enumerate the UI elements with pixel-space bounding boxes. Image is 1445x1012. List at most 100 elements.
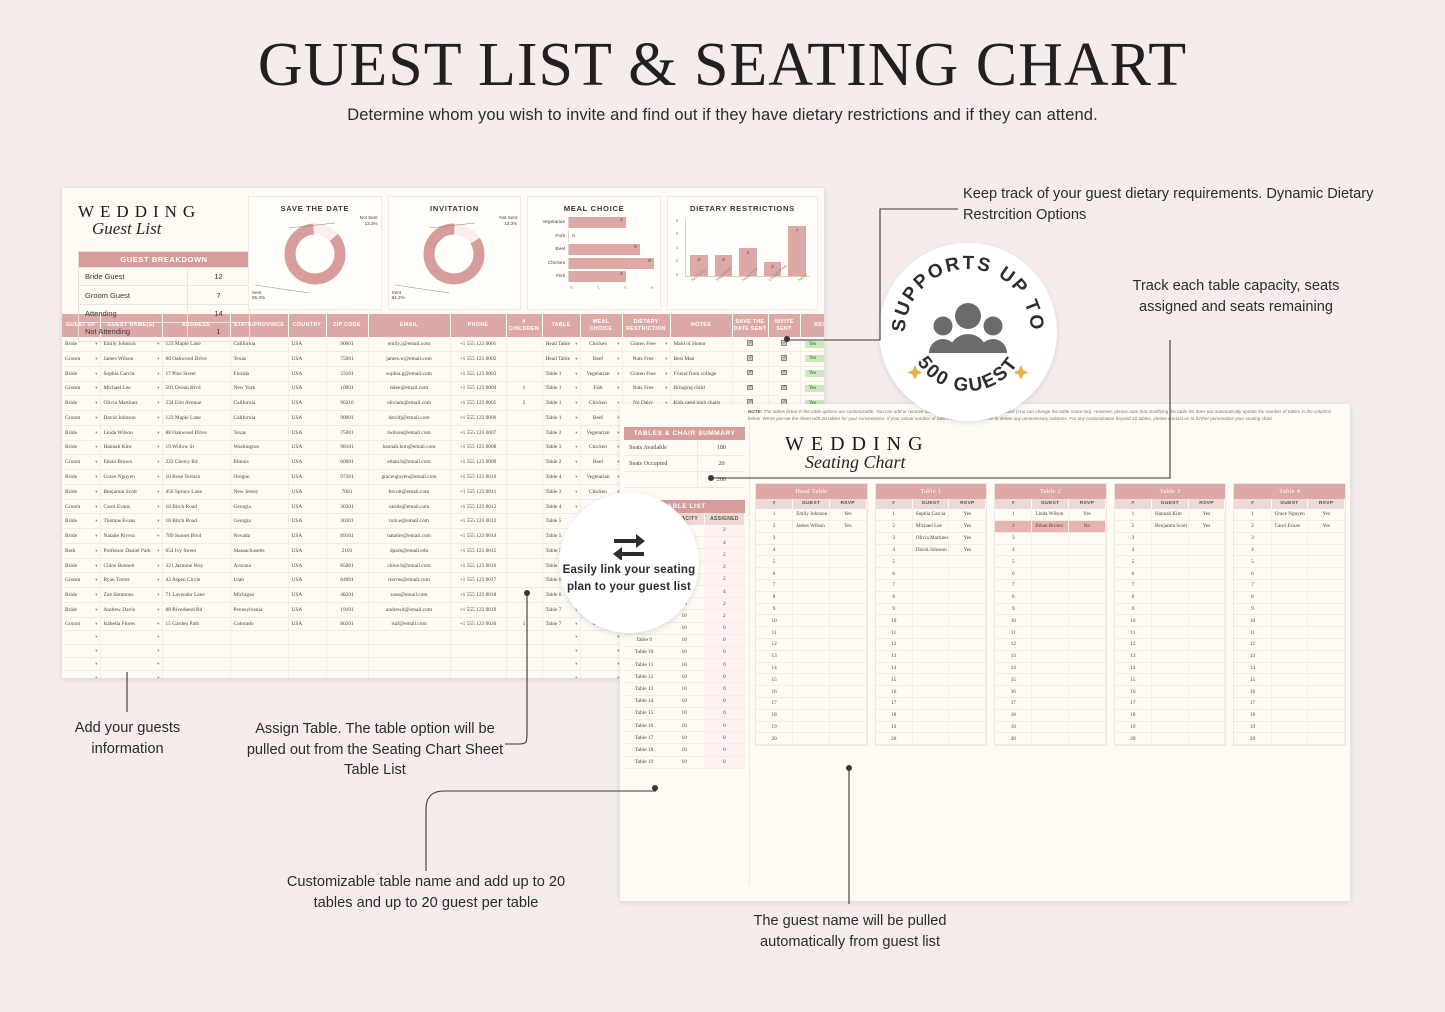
cell-guest-name[interactable]: Chloe Bennett — [100, 558, 163, 574]
cell-state[interactable]: Oregon — [230, 469, 289, 485]
checkbox-icon[interactable] — [747, 384, 753, 391]
cell-guest-name[interactable] — [1271, 662, 1309, 675]
cell-empty[interactable] — [368, 657, 451, 672]
cell-guest-name[interactable] — [1271, 544, 1309, 557]
cell-guest-name[interactable] — [1151, 544, 1189, 557]
cell-table[interactable]: Table 4 — [542, 499, 581, 515]
cell-address[interactable]: 88 Oakwood Drive — [162, 351, 231, 367]
cell-children[interactable]: 1 — [506, 381, 543, 397]
cell-state[interactable]: Nevada — [230, 528, 289, 544]
cell-zip[interactable]: 98101 — [326, 440, 369, 456]
cell-empty[interactable] — [450, 670, 507, 678]
cell-guest-name[interactable] — [1151, 650, 1189, 663]
cell-country[interactable]: USA — [288, 454, 327, 471]
cell-guest-name[interactable]: David Johnson — [912, 544, 950, 557]
cell-empty[interactable] — [230, 644, 289, 658]
cell-table-name[interactable]: Table 14 — [624, 695, 665, 708]
cell-guest-name[interactable] — [792, 603, 830, 616]
cell-guest-name[interactable] — [912, 638, 950, 651]
cell-guest-name[interactable]: Sophia Garcia — [100, 366, 163, 382]
cell-notes[interactable]: Best Man — [670, 351, 733, 367]
cell-address[interactable]: 654 Ivy Street — [162, 543, 231, 559]
cell-empty[interactable] — [506, 657, 543, 672]
cell-email[interactable]: lwilson@email.com — [368, 425, 451, 441]
cell-phone[interactable]: +1 555 123 0019 — [450, 602, 507, 618]
cell-guest-name[interactable]: Michael Lee — [912, 520, 950, 533]
cell-email[interactable]: james.w@email.com — [368, 351, 451, 367]
cell-guest-name[interactable] — [792, 721, 830, 734]
cell-state[interactable]: California — [230, 395, 289, 412]
cell-email[interactable]: zoes@email.com — [368, 587, 451, 603]
cell-table-name[interactable]: Table 13 — [624, 682, 665, 696]
cell-table-name[interactable]: Table 17 — [624, 731, 665, 745]
checkbox-icon[interactable] — [781, 384, 787, 391]
cell-empty[interactable] — [580, 630, 623, 645]
cell-guest-name[interactable] — [792, 638, 830, 651]
cell-country[interactable]: USA — [288, 558, 327, 574]
cell-guest-name[interactable] — [1031, 614, 1070, 628]
checkbox-icon[interactable] — [747, 369, 753, 376]
cell-address[interactable]: 19 Willow St — [162, 440, 231, 456]
cell-phone[interactable]: +1 555 123 0015 — [450, 543, 507, 559]
cell-capacity[interactable]: 10 — [664, 707, 705, 721]
cell-guest-of[interactable]: Bride — [62, 587, 101, 603]
cell-guest-name[interactable] — [912, 555, 950, 569]
cell-empty[interactable] — [450, 630, 507, 645]
cell-guest-name[interactable]: Michael Lee — [100, 381, 163, 397]
cell-empty[interactable] — [162, 657, 231, 672]
cell-guest-name[interactable] — [792, 532, 830, 545]
cell-guest-name[interactable] — [792, 555, 830, 569]
cell-guest-name[interactable] — [792, 567, 830, 580]
cell-guest-name[interactable]: Isabella Flores — [100, 617, 163, 632]
cell-guest-name[interactable]: Linda Wilson — [1031, 508, 1070, 521]
cell-guest-name[interactable]: Professor Daniel Park — [100, 543, 163, 559]
cell-guest-of[interactable]: Groom — [62, 410, 101, 426]
cell-capacity[interactable]: 10 — [664, 731, 705, 745]
cell-address[interactable]: 88 Riverbend Rd — [162, 602, 231, 618]
cell-guest-name[interactable] — [1271, 732, 1309, 746]
cell-guest-name[interactable] — [1151, 638, 1189, 651]
cell-state[interactable]: New York — [230, 381, 289, 397]
cell-guest-name[interactable] — [792, 732, 830, 746]
cell-empty[interactable] — [100, 644, 163, 658]
cell-email[interactable]: tom.e@email.com — [368, 513, 451, 530]
cell-guest-of[interactable]: Bride — [62, 528, 101, 544]
cell-guest-name[interactable] — [1031, 685, 1070, 698]
cell-capacity[interactable]: 10 — [664, 634, 705, 647]
cell-guest-name[interactable] — [1151, 567, 1189, 580]
cell-guest-name[interactable] — [912, 697, 950, 710]
cell-save-the-date-sent[interactable] — [732, 366, 769, 382]
cell-children[interactable] — [506, 543, 543, 559]
cell-country[interactable]: USA — [288, 440, 327, 456]
rsvp-dropdown[interactable]: Yes — [805, 384, 824, 392]
cell-guest-of[interactable]: Groom — [62, 617, 101, 632]
cell-rsvp[interactable]: Yes — [800, 381, 824, 397]
cell-guest-of[interactable]: Bride — [62, 558, 101, 574]
cell-address[interactable]: 456 Spruce Lane — [162, 484, 231, 500]
cell-guest-name[interactable] — [1271, 555, 1309, 569]
table-name-header[interactable]: Table 3 — [1114, 483, 1226, 499]
cell-table[interactable]: Head Table — [542, 337, 581, 352]
cell-phone[interactable]: +1 555 123 0011 — [450, 484, 507, 500]
cell-guest-name[interactable] — [1031, 638, 1070, 651]
cell-guest-of[interactable]: Groom — [62, 572, 101, 589]
cell-guest-name[interactable] — [1151, 614, 1189, 628]
cell-guest-name[interactable] — [912, 579, 950, 592]
cell-children[interactable] — [506, 337, 543, 352]
cell-meal-choice[interactable]: Beef — [580, 410, 623, 426]
cell-table[interactable]: Table 1 — [542, 395, 581, 412]
cell-table[interactable]: Head Table — [542, 351, 581, 367]
cell-table[interactable]: Table 1 — [542, 366, 581, 382]
cell-state[interactable]: Massachusetts — [230, 543, 289, 559]
cell-guest-name[interactable] — [1151, 721, 1189, 734]
cell-zip[interactable]: 33101 — [326, 366, 369, 382]
cell-notes[interactable]: Bringing child — [670, 381, 733, 397]
cell-meal-choice[interactable]: Vegetarian — [580, 425, 623, 441]
cell-meal-choice[interactable]: Vegetarian — [580, 366, 623, 382]
cell-guest-name[interactable] — [1271, 626, 1309, 639]
cell-guest-name[interactable]: Ethan Brown — [1031, 520, 1070, 533]
cell-country[interactable]: USA — [288, 351, 327, 367]
cell-phone[interactable]: +1 555 123 0014 — [450, 528, 507, 544]
cell-guest-name[interactable] — [1031, 662, 1070, 675]
cell-guest-name[interactable] — [912, 626, 950, 639]
